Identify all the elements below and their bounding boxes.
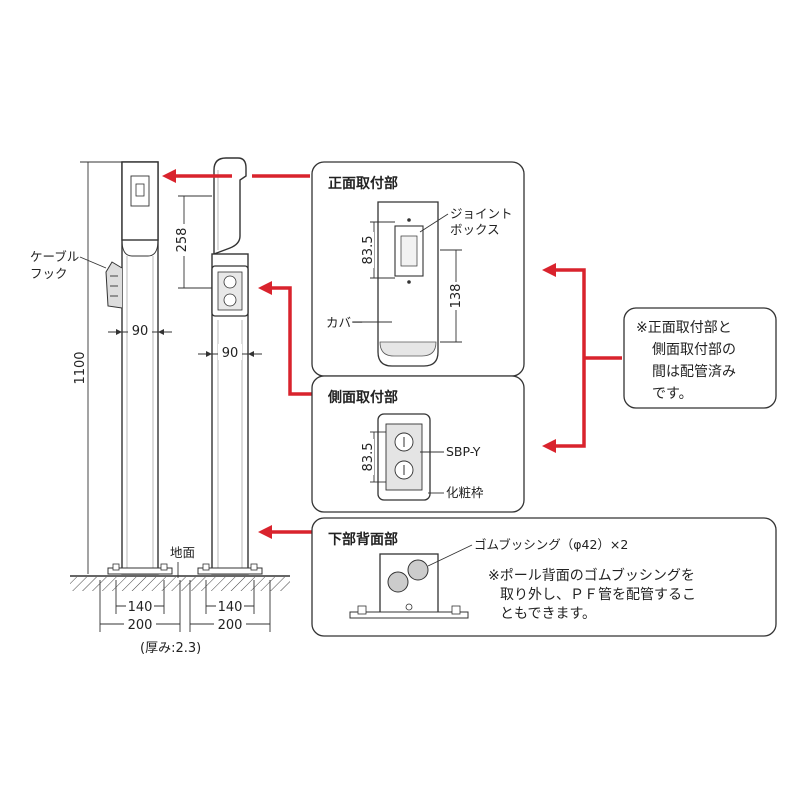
callout-line-2: 側面取付部の [652, 342, 736, 358]
cover-label: カバー [326, 315, 364, 330]
bottom-panel-title: 下部背面部 [328, 531, 398, 548]
sbp-label: SBP-Y [446, 444, 481, 459]
side-pole-top [213, 157, 247, 574]
bushing-label: ゴムブッシング（φ42）×2 [474, 537, 628, 552]
front-panel-title: 正面取付部 [328, 175, 398, 192]
frame-label: 化粧枠 [446, 485, 484, 500]
side-base-dims: 140 200 [189, 580, 271, 633]
side-width-dim: 90 [222, 346, 239, 361]
arrow-down-bracket-icon [542, 439, 556, 453]
bottom-note-line-1: ※ポール背面のゴムブッシングを [488, 567, 695, 584]
side-mount-panel: 側面取付部 83.5 SBP-Y 化粧枠 [311, 375, 525, 513]
side-dim-835: 83.5 [361, 443, 376, 472]
arrow-up-bracket-icon [542, 263, 556, 277]
joint-box-label-2: ボックス [450, 222, 500, 237]
front-mount-panel: 正面取付部 83.5 138 ジョイント ボックス カバー [311, 161, 525, 377]
front-width-dim: 90 [132, 324, 149, 339]
front-dim-835: 83.5 [361, 236, 376, 265]
side-panel-title: 側面取付部 [327, 389, 398, 406]
arrow-left-bottom-icon [258, 525, 272, 539]
red-arrows [162, 169, 622, 539]
bolt-dim-1: 140 [128, 600, 153, 615]
piping-callout: ※正面取付部と 側面取付部の 間は配管済み です。 [623, 307, 777, 409]
callout-line-3: 間は配管済み [652, 364, 736, 380]
front-base-dims: 140 200 [99, 580, 181, 633]
front-dim-138: 138 [449, 284, 464, 309]
side-box-icon [211, 265, 249, 317]
cable-hook-label-2: フック [30, 266, 68, 281]
thickness-label: (厚み:2.3) [140, 641, 201, 656]
bolt-dim-2: 140 [218, 600, 243, 615]
callout-line-1: ※正面取付部と [636, 320, 732, 336]
front-top-box [121, 161, 159, 241]
upper-dim: 258 [175, 228, 190, 253]
rubber-bushing-icon [387, 571, 409, 593]
cable-hook-icon [105, 261, 123, 309]
front-joint-box [130, 175, 150, 207]
base-dim-2: 200 [218, 618, 243, 633]
bottom-back-panel: 下部背面部 ゴムブッシング（φ42）×2 ※ポール背面のゴムブッシングを 取り外… [311, 517, 777, 637]
height-dim: 1100 [73, 351, 88, 384]
rubber-bushing-icon-2 [407, 559, 429, 581]
arrow-left-side-icon [258, 281, 272, 295]
side-view-pole: 258 90 [172, 157, 263, 575]
arrow-left-front-icon [162, 169, 176, 183]
joint-box-label-1: ジョイント [450, 206, 513, 221]
ground-label: 地面 [170, 545, 195, 560]
callout-line-4: です。 [652, 386, 693, 402]
cable-hook-label-1: ケーブル [30, 249, 79, 264]
bottom-note-line-3: ともできます。 [500, 606, 596, 622]
front-view-pole: ケーブル フック 1100 90 [30, 161, 173, 575]
front-cover-bottom [121, 239, 159, 257]
base-dim-1: 200 [128, 618, 153, 633]
bottom-note-line-2: 取り外し、ＰＦ管を配管するこ [500, 587, 696, 603]
